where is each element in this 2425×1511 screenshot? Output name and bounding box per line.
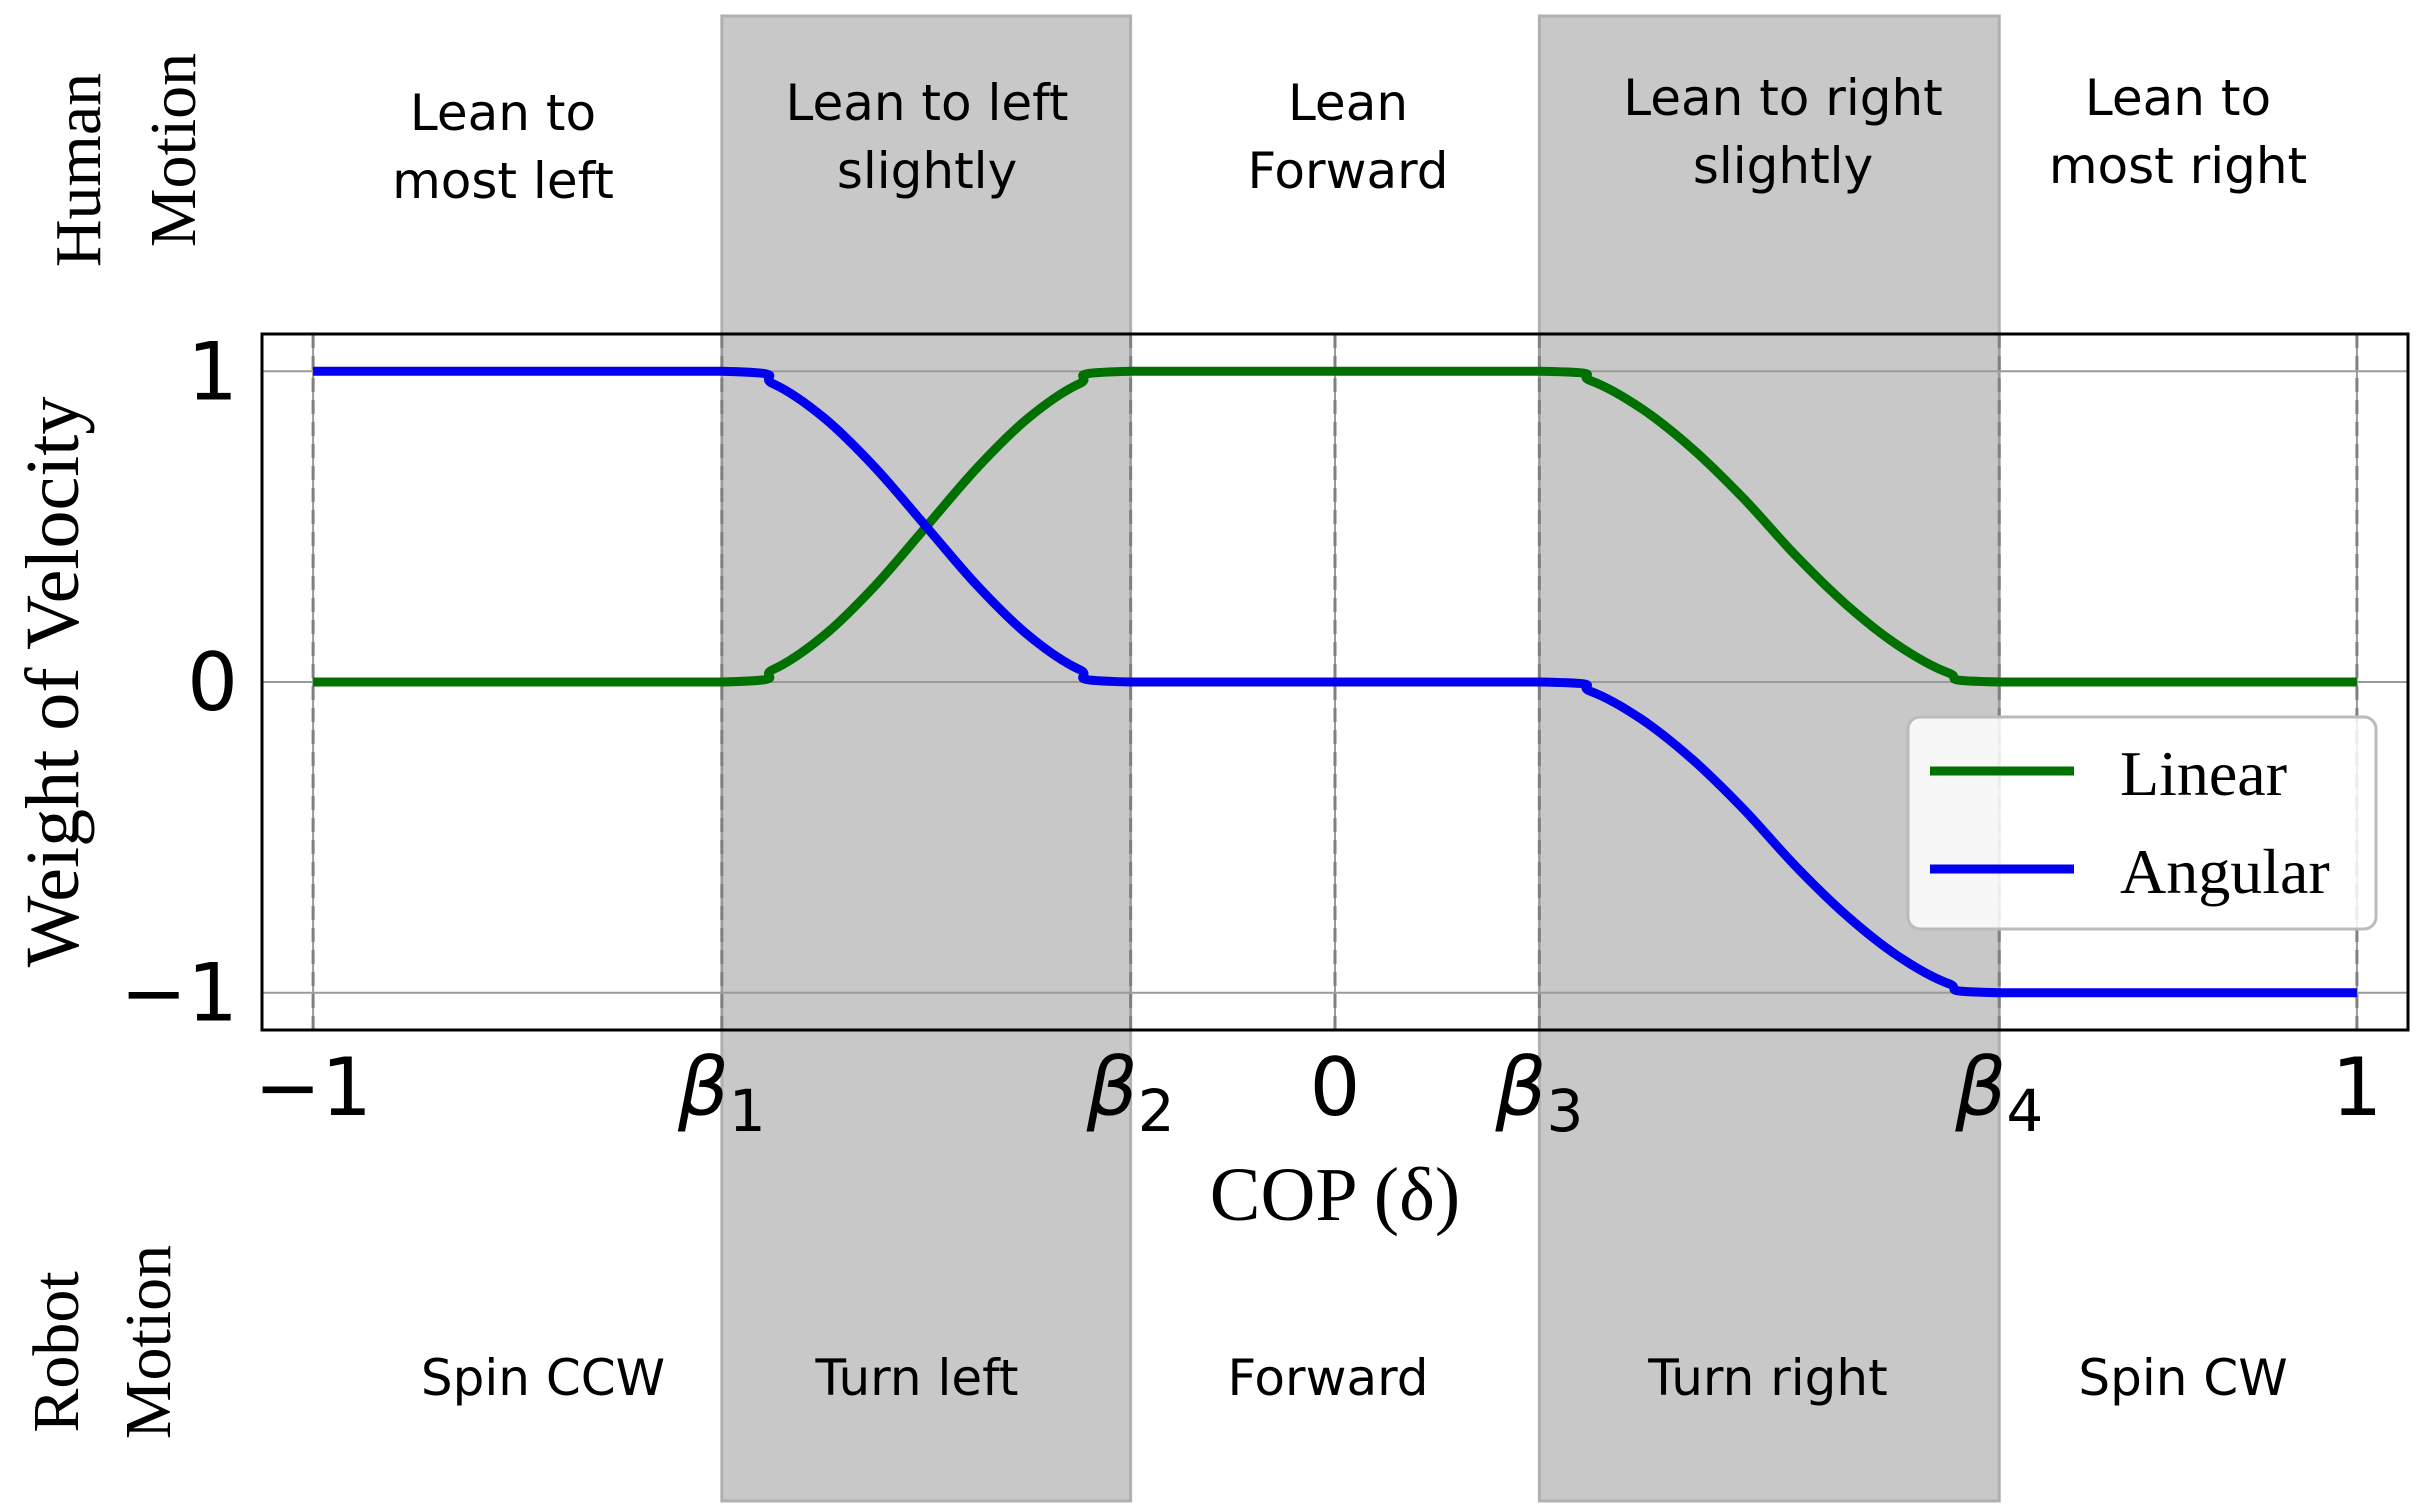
- robot-motion-side-label: Robot Motion: [20, 1245, 185, 1439]
- robot-motion-label: Spin CCW: [421, 1349, 665, 1407]
- robot-label-line2: Motion: [112, 1245, 185, 1439]
- legend-angular-label: Angular: [2120, 836, 2330, 907]
- human-motion-label: Lean: [1288, 74, 1408, 132]
- robot-motion-labels: Spin CCW Turn left Forward Turn right Sp…: [421, 1349, 2288, 1407]
- x-axis-label: COP (δ): [1210, 1153, 1460, 1237]
- human-motion-label: Lean to right: [1623, 69, 1943, 127]
- robot-motion-label: Turn left: [815, 1349, 1019, 1407]
- human-motion-label: Lean to left: [785, 74, 1068, 132]
- series-line-linear: [313, 366, 2357, 687]
- series-line-angular: [313, 366, 2357, 998]
- x-tick-label: β2: [1086, 1041, 1175, 1145]
- human-motion-label: Lean to: [2085, 69, 2271, 127]
- x-tick-label: β1: [677, 1041, 766, 1145]
- robot-motion-label: Spin CW: [2078, 1349, 2287, 1407]
- legend: Linear Angular: [1906, 715, 2378, 931]
- y-tick-label: 1: [187, 325, 238, 418]
- human-motion-label: Forward: [1247, 142, 1448, 200]
- y-tick-label: −1: [120, 947, 238, 1040]
- human-motion-label: most left: [392, 152, 614, 210]
- human-motion-label: slightly: [837, 142, 1017, 200]
- plot-frame: [260, 332, 2410, 1032]
- x-tick-label: 1: [2331, 1041, 2382, 1134]
- y-tick-labels: 1 0 −1: [120, 325, 238, 1039]
- human-motion-side-label: Human Motion: [42, 53, 210, 267]
- series: [313, 366, 2357, 998]
- x-tick-label: −1: [254, 1041, 372, 1134]
- x-tick-label: 0: [1310, 1041, 1361, 1134]
- y-axis-label: Weight of Velocity: [11, 397, 95, 968]
- robot-label-line1: Robot: [20, 1271, 93, 1432]
- human-label-line1: Human: [42, 73, 115, 267]
- legend-linear-label: Linear: [2120, 738, 2287, 809]
- x-tick-label: β4: [1954, 1041, 2043, 1145]
- human-motion-label: Lean to: [410, 84, 596, 142]
- x-tick-label: β3: [1494, 1041, 1583, 1145]
- shaded-region: [720, 14, 1133, 1503]
- shaded-regions: [720, 14, 2001, 1503]
- human-label-line2: Motion: [137, 53, 210, 247]
- robot-motion-label: Turn right: [1647, 1349, 1887, 1407]
- y-tick-label: 0: [187, 636, 238, 729]
- human-motion-label: most right: [2049, 137, 2307, 195]
- robot-motion-label: Forward: [1227, 1349, 1428, 1407]
- human-motion-label: slightly: [1693, 137, 1873, 195]
- x-tick-labels: −1 β1 β2 0 β3 β4 1: [254, 1041, 2382, 1145]
- human-motion-labels: Lean to most left Lean to left slightly …: [392, 69, 2307, 210]
